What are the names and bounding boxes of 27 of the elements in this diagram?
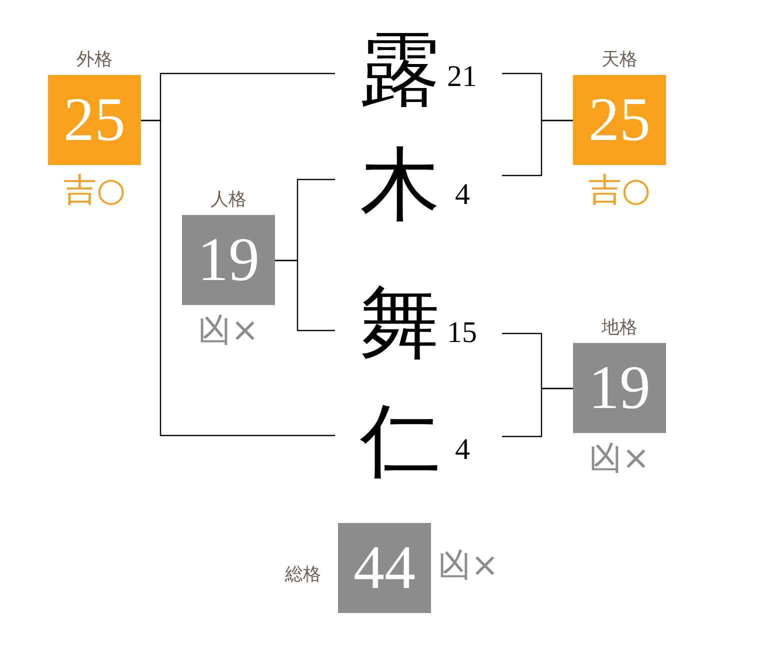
bracket-line: [502, 388, 573, 438]
fortune-category-label: 人格: [210, 188, 246, 212]
bracket-line: [275, 260, 335, 332]
name-kanji: 仁: [360, 402, 440, 482]
name-kanji: 露: [360, 31, 440, 111]
stroke-count: 21: [447, 62, 477, 92]
bracket-line: [502, 120, 573, 176]
fortune-verdict: 吉○: [588, 170, 650, 210]
bracket-line: [141, 120, 335, 436]
stroke-count: 4: [455, 180, 470, 210]
fortune-verdict: 吉○: [64, 170, 126, 210]
fortune-category-label: 外格: [76, 48, 112, 72]
score-tile: 19: [182, 215, 275, 305]
fortune-verdict: 凶×: [438, 545, 499, 585]
fortune-verdict: 凶×: [589, 438, 650, 478]
fortune-category-label: 天格: [602, 48, 638, 72]
score-tile: 25: [573, 75, 666, 165]
name-kanji: 舞: [360, 284, 440, 364]
stroke-count: 15: [447, 318, 477, 348]
score-tile: 44: [338, 523, 431, 613]
fortune-verdict: 凶×: [198, 310, 259, 350]
fortune-category-label: 総格: [285, 563, 321, 587]
score-tile: 25: [48, 75, 141, 165]
name-kanji: 木: [360, 146, 440, 226]
stroke-count: 4: [455, 435, 470, 465]
fortune-category-label: 地格: [602, 316, 638, 340]
score-tile: 19: [573, 343, 666, 433]
